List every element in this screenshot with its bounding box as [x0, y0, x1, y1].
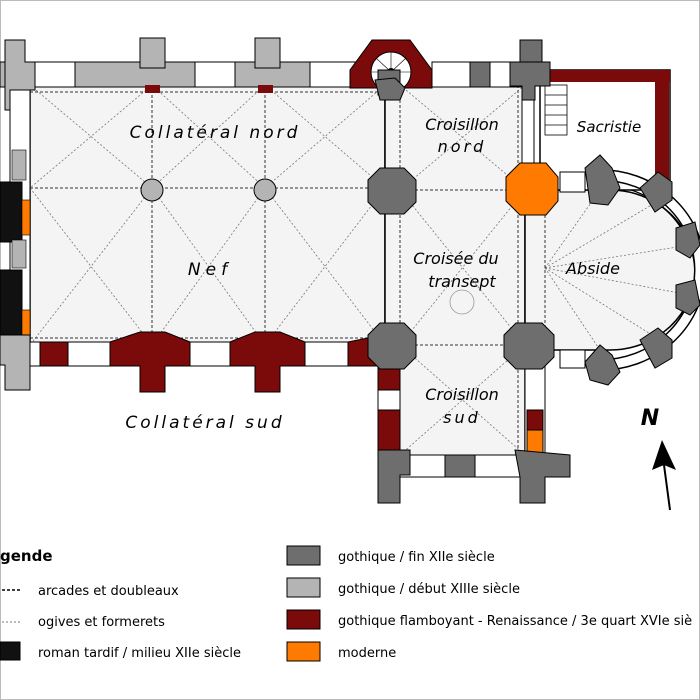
ogives-lines	[29, 84, 386, 346]
legend-label-debut-xiii: gothique / début XIIIe siècle	[338, 582, 520, 597]
legend-label-flamboyant: gothique flamboyant - Renaissance / 3e q…	[338, 614, 692, 629]
transept-ogives	[399, 84, 691, 456]
legend-label-ogives: ogives et formerets	[38, 615, 165, 630]
legend-title: gende	[0, 547, 53, 565]
sacristie	[539, 69, 671, 191]
label-croisillon-sud-line1: Croisillon	[425, 385, 499, 404]
pillars	[140, 162, 559, 370]
west-facade	[0, 89, 41, 391]
north-wall	[0, 37, 386, 111]
pillar-crossing-nw	[367, 167, 417, 215]
legend-swatch-flamboyant	[286, 609, 321, 630]
pillar-crossing-sw	[367, 322, 417, 370]
legend-label-arcades: arcades et doubleaux	[38, 584, 179, 599]
label-collateral-nord: Collatéral nord	[130, 123, 301, 143]
transept-arcades	[385, 85, 546, 455]
label-collateral-sud: Collatéral sud	[125, 413, 284, 433]
south-wall	[29, 331, 386, 393]
north-letter: N	[641, 406, 659, 431]
crossing-oculus	[449, 289, 475, 315]
north-arrow-icon	[652, 440, 676, 470]
label-croisillon-nord-line1: Croisillon	[425, 115, 499, 134]
legend-swatch-debut-xiii	[286, 577, 321, 598]
label-croisee-line2: transept	[428, 272, 496, 291]
pillar-round	[140, 178, 164, 202]
legend-swatch-fin-xii	[286, 545, 321, 566]
legend-label-roman: roman tardif / milieu XIIe siècle	[38, 646, 241, 661]
label-croisee-line1: Croisée du	[413, 249, 498, 268]
label-sacristie: Sacristie	[577, 118, 641, 136]
legend-swatch-roman	[0, 641, 21, 661]
label-croisillon-nord-line2: nord	[438, 137, 487, 156]
legend-swatch-moderne	[286, 641, 321, 662]
sacristie-stairs	[544, 84, 568, 136]
south-transept-walls	[377, 364, 571, 504]
label-croisillon-sud-line2: sud	[443, 408, 481, 427]
legend: gende arcades et doubleaux ogives et for…	[0, 545, 692, 662]
pillar-crossing-se	[503, 322, 555, 370]
north-arrow: N	[641, 406, 676, 511]
label-nef: Nef	[188, 260, 232, 280]
pillar-round	[253, 178, 277, 202]
legend-label-fin-xii: gothique / fin XIIe siècle	[338, 550, 495, 565]
label-abside: Abside	[565, 259, 620, 278]
legend-label-moderne: moderne	[338, 646, 396, 661]
pillar-crossing-ne-moderne	[505, 162, 559, 216]
apse-wall	[559, 154, 700, 386]
